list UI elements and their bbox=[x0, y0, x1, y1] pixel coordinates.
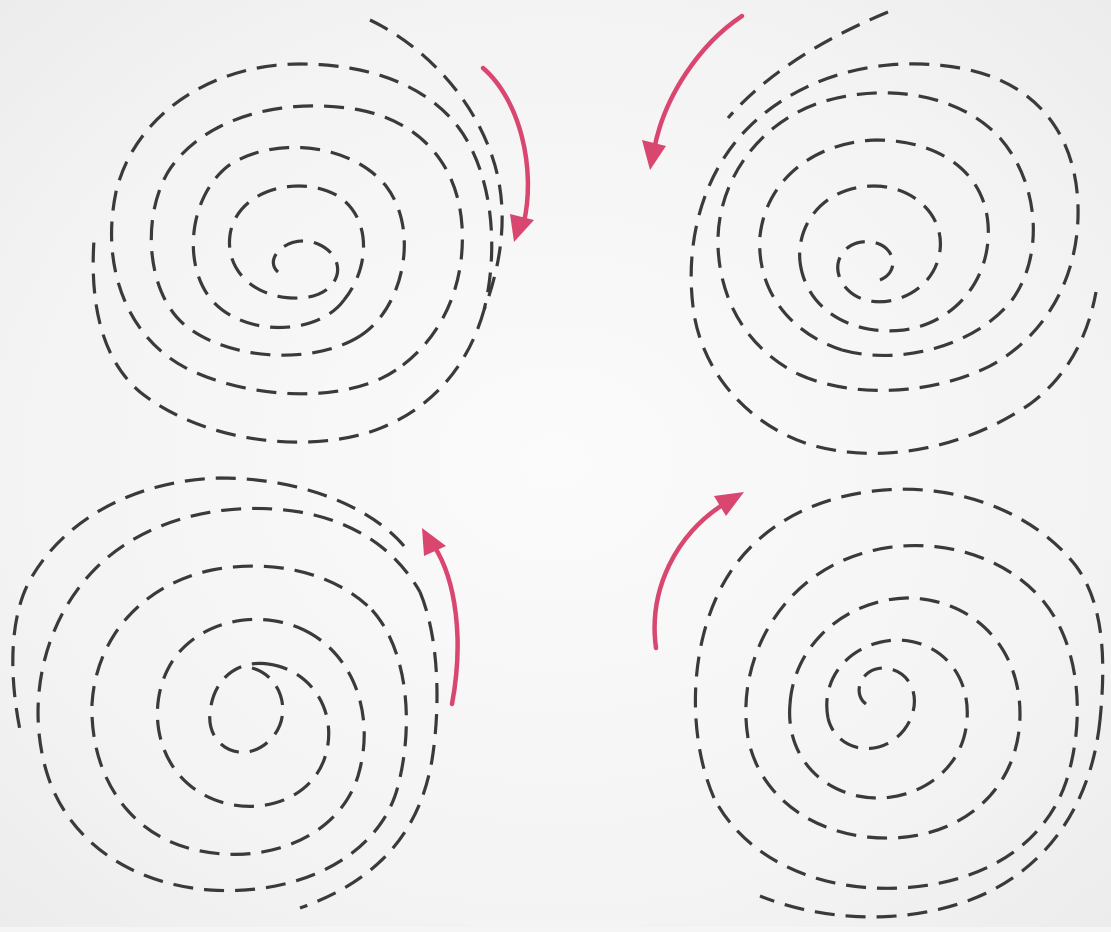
spiral-top-right-ring-4 bbox=[691, 64, 1096, 454]
arrow-top-right-head bbox=[642, 140, 666, 170]
arrow-top-left-head bbox=[510, 214, 534, 242]
vortex-bottom-right bbox=[695, 489, 1102, 917]
spiral-bottom-left-ring-4 bbox=[38, 508, 420, 890]
arrow-bottom-left bbox=[422, 528, 458, 704]
arrow-top-right bbox=[642, 16, 742, 170]
spiral-top-right-ring-1 bbox=[800, 186, 941, 302]
spiral-bottom-right-ring-1 bbox=[828, 668, 914, 749]
spiral-top-left-ring-3 bbox=[151, 106, 462, 370]
vortex-top-right bbox=[691, 12, 1096, 453]
arrow-bottom-right-head bbox=[714, 492, 744, 516]
spiral-top-right-ring-3 bbox=[718, 93, 1033, 374]
spiral-top-right-outer-tail bbox=[728, 12, 888, 118]
spiral-top-left-ring-1 bbox=[229, 186, 363, 300]
spiral-bottom-right-ring-5 bbox=[695, 489, 1102, 798]
spiral-bottom-right-ring-4 bbox=[714, 546, 1077, 889]
arrow-top-right-shaft bbox=[654, 16, 742, 150]
spiral-top-right-ring-2 bbox=[760, 140, 989, 350]
spiral-top-left-ring-4 bbox=[112, 64, 492, 394]
spiral-bottom-right-ring-2 bbox=[790, 640, 968, 798]
spiral-bottom-left-outer-tail bbox=[13, 478, 404, 730]
spiral-bottom-left-ring-3 bbox=[92, 566, 372, 854]
arrow-bottom-left-shaft bbox=[434, 546, 458, 704]
arrow-top-left-shaft bbox=[483, 68, 528, 222]
spiral-bottom-left-ring-1 bbox=[210, 663, 283, 752]
vortex-bottom-left bbox=[13, 478, 437, 908]
spiral-top-left-outer-tail bbox=[370, 20, 502, 310]
arrow-bottom-right-shaft bbox=[655, 504, 724, 648]
vortex-top-left bbox=[93, 20, 502, 442]
spiral-bottom-left-ring-2 bbox=[157, 619, 328, 806]
arrow-bottom-left-head bbox=[422, 528, 446, 556]
